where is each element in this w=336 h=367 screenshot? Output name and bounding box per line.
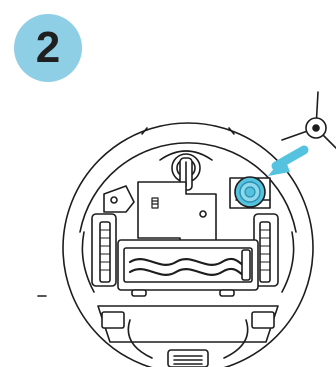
main-roller-brush	[118, 240, 258, 290]
arrow-pointing-to-brush-socket-icon	[268, 150, 304, 176]
side-brush-socket	[235, 177, 265, 207]
dustbin-handle	[168, 350, 208, 367]
left-wheel	[92, 214, 116, 286]
dustbin-outline	[98, 306, 278, 342]
cover-screw	[200, 211, 206, 217]
side-brush-icon	[282, 92, 336, 148]
